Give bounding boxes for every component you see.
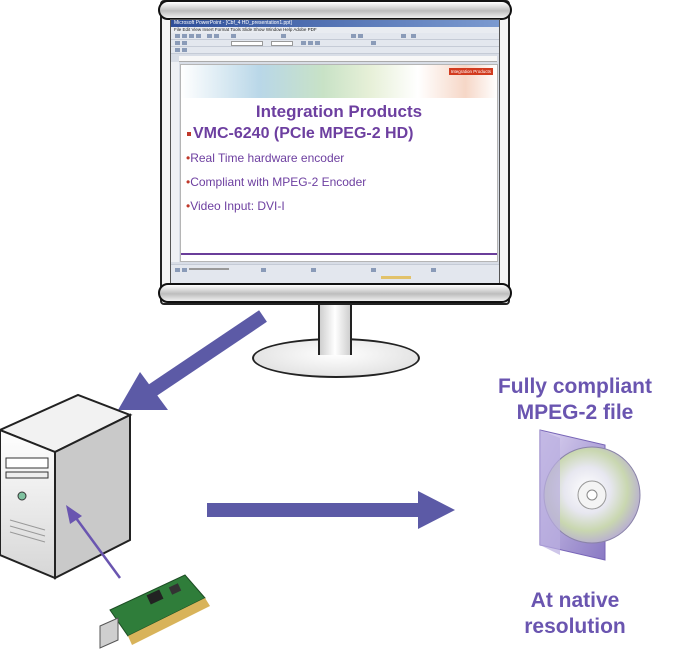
slide-tag: Integration Products	[448, 68, 493, 75]
monitor-top-roller	[158, 0, 512, 20]
slide-heading: VMC-6240 (PCIe MPEG-2 HD)	[187, 125, 414, 143]
monitor-stand-neck	[318, 305, 352, 355]
slide-bullet: •Real Time hardware encoder	[186, 151, 345, 165]
app-toolbar-format	[171, 40, 499, 47]
app-toolbar-extra	[171, 47, 499, 54]
slide-footer-line	[181, 253, 497, 255]
caption-line: Fully compliant	[497, 375, 652, 398]
computer-tower-icon	[0, 393, 133, 580]
app-side-ruler	[171, 62, 179, 262]
arrow-computer-to-file-icon	[207, 491, 455, 529]
monitor-screen: Microsoft PowerPoint - [Cbf_4 HD_present…	[170, 19, 500, 283]
bullet-square-icon	[187, 131, 191, 136]
caption-line: MPEG-2 file	[516, 401, 634, 424]
slide-bullet-text: Real Time hardware encoder	[190, 151, 345, 165]
caption-line: At native	[530, 589, 620, 612]
slide-bullet: •Video Input: DVI-I	[186, 199, 285, 213]
app-status-bar	[171, 264, 499, 283]
caption-native-resolution: At native resolution	[500, 588, 650, 640]
slide: Integration Products Integration Product…	[180, 64, 498, 262]
app-menu-bar: File Edit View Insert Format Tools Slide…	[171, 27, 499, 33]
app-ruler	[179, 56, 497, 62]
slide-heading-text: VMC-6240 (PCIe MPEG-2 HD)	[193, 125, 414, 142]
capture-card-icon	[99, 574, 210, 649]
slide-bullet-text: Compliant with MPEG-2 Encoder	[190, 175, 367, 189]
arrow-card-to-computer-icon	[66, 505, 122, 579]
caption-compliant-file: Fully compliant MPEG-2 file	[470, 374, 680, 426]
slide-banner	[181, 65, 497, 98]
monitor-bottom-roller	[158, 283, 512, 303]
slide-bullet: •Compliant with MPEG-2 Encoder	[186, 175, 367, 189]
caption-line: resolution	[524, 615, 626, 638]
slide-bullet-text: Video Input: DVI-I	[190, 199, 285, 213]
app-toolbar-standard	[171, 33, 499, 40]
arrow-monitor-to-computer-icon	[118, 310, 267, 410]
dvd-case-icon	[539, 429, 641, 561]
app-title-bar: Microsoft PowerPoint - [Cbf_4 HD_present…	[171, 20, 499, 27]
slide-title: Integration Products	[255, 102, 423, 121]
